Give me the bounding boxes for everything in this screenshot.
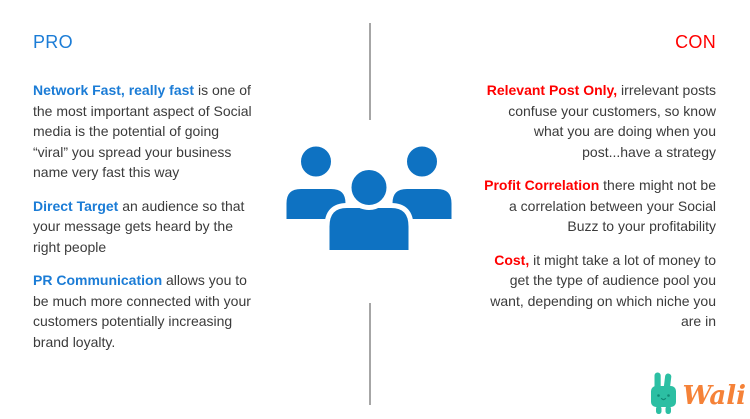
con-item-2-text: there might not be a correlation between… — [508, 177, 716, 234]
pro-item-2-text: an audience so that your message gets he… — [33, 197, 245, 255]
people-group-icon — [281, 141, 457, 257]
pro-item-pr-communication: PR Communication allows you to be much m… — [33, 270, 255, 352]
pro-item-2-highlight: Direct Target — [33, 197, 119, 214]
pro-item-1-highlight: Network Fast, really fast — [33, 82, 195, 98]
con-item-profit-correlation: Profit Correlation there might not be a … — [476, 175, 716, 237]
pro-item-3-highlight: PR Communication — [33, 272, 163, 288]
pro-item-network-fast: Network Fast, really fast is one of the … — [33, 80, 255, 183]
con-item-3-text: it might take a lot of money to get the … — [490, 251, 716, 330]
pro-item-direct-target: Direct Target an audience so that your m… — [33, 196, 255, 258]
con-column: CON Relevant Post Only, irrelevant posts… — [476, 30, 716, 345]
con-item-cost: Cost, it might take a lot of money to ge… — [476, 250, 716, 332]
con-item-relevant-post: Relevant Post Only, irrelevant posts con… — [476, 80, 716, 162]
con-item-2-highlight: Profit Correlation — [484, 177, 600, 193]
pro-item-1-text: is one of the most important aspect of S… — [33, 82, 252, 180]
con-item-1-text: irrelevant posts confuse your customers,… — [508, 82, 716, 160]
con-item-1-highlight: Relevant Post Only, — [486, 82, 618, 98]
con-body: Relevant Post Only, irrelevant posts con… — [476, 80, 716, 332]
pro-title: PRO — [33, 32, 73, 52]
pro-column: PRO Network Fast, really fast is one of … — [33, 30, 255, 365]
con-title: CON — [675, 32, 716, 52]
divider-top — [369, 23, 371, 120]
wali-logo: Wali — [650, 372, 746, 415]
brand-name: Wali — [682, 381, 746, 411]
pro-body: Network Fast, really fast is one of the … — [33, 80, 255, 352]
con-item-3-highlight: Cost, — [494, 251, 530, 268]
pro-item-3-text: allows you to be much more connected wit… — [33, 272, 251, 350]
bunny-icon — [650, 372, 677, 415]
divider-bottom — [369, 303, 371, 405]
